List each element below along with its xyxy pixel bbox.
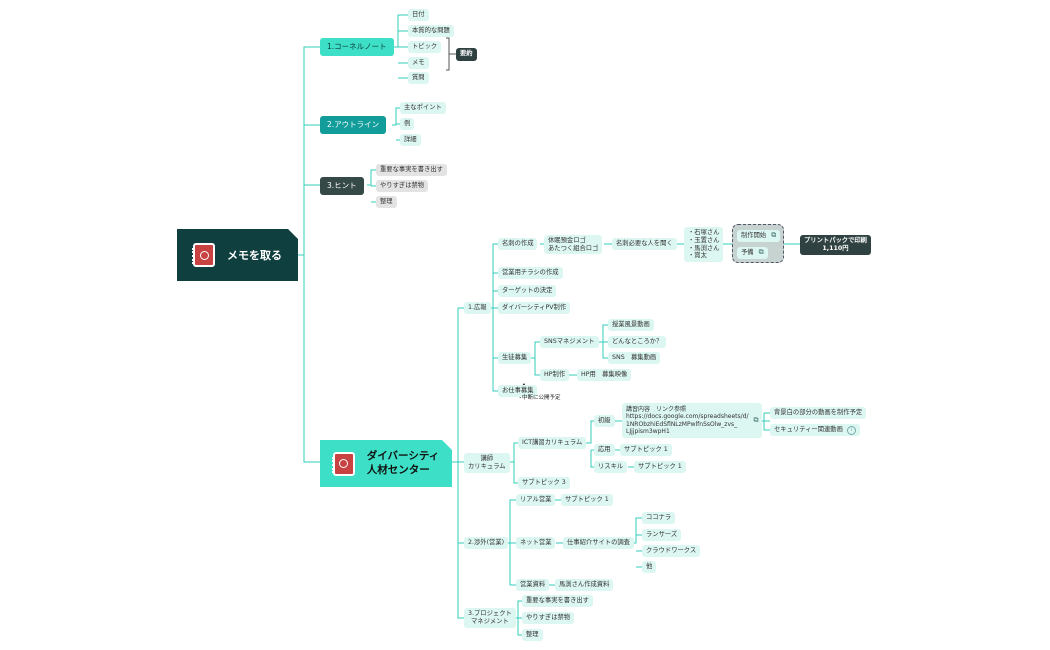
topic-net-sales[interactable]: ネット営業 [516, 537, 556, 549]
info-icon[interactable]: i [846, 425, 856, 435]
topic-mabuchi-material[interactable]: 馬渕さん作成資料 [555, 579, 614, 591]
topic-detail[interactable]: 詳細 [400, 134, 421, 146]
branch-project-management[interactable]: 3.プロジェクト マネジメント [464, 608, 516, 628]
topic-sales-material[interactable]: 営業資料 [516, 579, 550, 591]
topic-ict-curriculum[interactable]: ICT講習カリキュラム [518, 437, 587, 449]
topic-subtopic-3[interactable]: サブトピック 3 [518, 477, 570, 489]
topic-ask-who-needs[interactable]: 名刺必要な人を聞く [612, 238, 677, 250]
topic-target[interactable]: ターゲットの決定 [498, 285, 557, 297]
topic-white-bg-video[interactable]: 背景白の部分の動画を制作予定 [770, 407, 867, 419]
notebook-icon [333, 452, 355, 476]
topic-real-sales[interactable]: リアル営業 [516, 494, 556, 506]
site-coconala[interactable]: ココナラ [642, 512, 676, 524]
hint-organize[interactable]: 整理 [376, 196, 397, 208]
topic-beginner-detail[interactable]: 講習内容 リンク参照 https://docs.google.com/sprea… [622, 403, 763, 438]
branch-curriculum[interactable]: 講師 カリキュラム [464, 453, 510, 473]
topic-student-recruit[interactable]: 生徒募集 [498, 352, 532, 364]
topic-business-card[interactable]: 名刺の作成 [498, 238, 538, 250]
root-topic-label: ダイバーシティ 人材センター [366, 450, 440, 476]
topic-class-video[interactable]: 授業風景動画 [608, 319, 654, 331]
branch-cornell-note[interactable]: 1.コーネルノート [320, 38, 394, 56]
topic-logos[interactable]: 休眠預金ロゴ あたつく組合ロゴ [544, 235, 603, 254]
print-cost-note[interactable]: プリントパックで印刷 1,110円 [800, 235, 871, 255]
branch-hints[interactable]: 3.ヒント [320, 177, 364, 195]
root-topic-label: メモを取る [227, 249, 282, 262]
notebook-icon [193, 243, 215, 267]
site-lancers[interactable]: ランサーズ [642, 529, 682, 541]
topic-example[interactable]: 例 [400, 118, 415, 130]
topic-job-recruit[interactable]: お仕事募集 [498, 385, 538, 397]
topic-what-place[interactable]: どんなところか？ [608, 336, 667, 348]
hint-write-facts[interactable]: 重要な事実を書き出す [376, 164, 447, 176]
branch-pr[interactable]: 1.広報 [464, 302, 491, 314]
topic-hp-production[interactable]: HP制作 [540, 369, 570, 381]
topic-main-point[interactable]: 主なポイント [400, 102, 446, 114]
root-topic-memo[interactable]: メモを取る [177, 229, 298, 281]
topic-applied[interactable]: 応用 [594, 444, 615, 456]
site-crowdworks[interactable]: クラウドワークス [642, 545, 701, 557]
task-start-production[interactable]: 制作開始⧉ [737, 230, 781, 242]
topic-memo[interactable]: メモ [408, 57, 429, 69]
topic-date[interactable]: 日付 [408, 9, 429, 21]
topic-reskill[interactable]: リスキル [594, 461, 628, 473]
pm-dont-overdo[interactable]: やりすぎは禁物 [522, 612, 575, 624]
topic-diversity-pv[interactable]: ダイバーシティPV制作 [498, 302, 571, 314]
callout-note: 中断に公開予定 [522, 395, 561, 402]
pm-write-facts[interactable]: 重要な事実を書き出す [522, 595, 593, 607]
topic-sns-management[interactable]: SNSマネジメント [540, 336, 599, 348]
root-topic-diversity-center[interactable]: ダイバーシティ 人材センター [320, 440, 452, 487]
topic-job-site-research[interactable]: 仕事紹介サイトの調査 [563, 537, 634, 549]
topic-sales-flyer[interactable]: 営業用チラシの作成 [498, 267, 563, 279]
topic-hp-video[interactable]: HP用 募集映像 [577, 369, 632, 381]
topic-reskill-sub[interactable]: サブトピック 1 [634, 461, 686, 473]
topic-essential-question[interactable]: 本質的な問題 [408, 25, 454, 37]
topic-real-sales-sub[interactable]: サブトピック 1 [561, 494, 613, 506]
branch-outline[interactable]: 2.アウトライン [320, 116, 387, 134]
topic-question[interactable]: 質問 [408, 72, 429, 84]
external-link-icon[interactable]: ⧉ [758, 248, 764, 257]
pm-organize[interactable]: 整理 [522, 629, 543, 641]
external-link-icon[interactable]: ⧉ [771, 231, 777, 240]
topic-sns-video[interactable]: SNS 募集動画 [608, 352, 661, 364]
topic-topic[interactable]: トピック [408, 41, 442, 53]
hint-dont-overdo[interactable]: やりすぎは禁物 [376, 180, 429, 192]
external-link-icon[interactable]: ⧉ [753, 416, 759, 425]
topic-people-list[interactable]: ・石塚さん ・玉置さん ・馬渕さん ・賞太 [684, 227, 724, 262]
summary-node[interactable]: 要約 [456, 48, 477, 61]
task-spare[interactable]: 予備⧉ [737, 247, 768, 259]
site-other[interactable]: 他 [642, 561, 657, 573]
topic-applied-sub[interactable]: サブトピック 1 [620, 444, 672, 456]
branch-sales[interactable]: 2.渉外(営業) [464, 537, 509, 549]
topic-beginner[interactable]: 初級 [594, 415, 615, 427]
